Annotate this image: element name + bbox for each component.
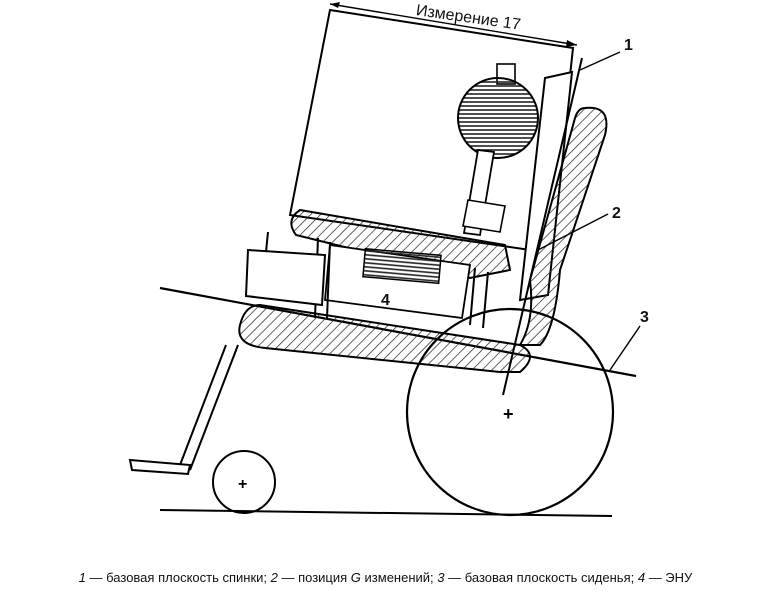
dummy-seat-plate [290, 208, 512, 280]
front-frame-2 [179, 344, 227, 466]
wheelchair-backrest [518, 106, 608, 346]
wheelchair-diagram: Измерение 17 4 + + 1 2 3 [128, 2, 649, 517]
back-reference-plane [502, 57, 583, 396]
front-frame [189, 344, 239, 471]
callout-1: 1 [624, 37, 633, 54]
measurement-dimension [329, 2, 578, 47]
armrest-post [265, 231, 269, 253]
wheelchair-seat-rail [238, 303, 531, 373]
callout-1-leader [579, 51, 621, 71]
rear-wheel [405, 307, 615, 517]
figure-caption: 1 — базовая плоскость спинки; 2 — позици… [78, 570, 693, 585]
footrest [128, 458, 192, 476]
armrest-box [244, 248, 327, 307]
load-weights [362, 247, 442, 285]
caster-axle: + [238, 476, 247, 493]
leg-right-2 [482, 271, 489, 329]
post-clamp [462, 199, 506, 233]
callout-3-leader [609, 325, 641, 371]
leg-right [469, 267, 476, 326]
callout-3: 3 [640, 309, 649, 326]
callout-4: 4 [381, 292, 390, 309]
callout-2-leader [537, 213, 609, 251]
leg-left-2 [326, 241, 331, 319]
head-mass [457, 63, 539, 159]
callout-2: 2 [612, 205, 621, 222]
ground-line [159, 509, 613, 517]
rear-wheel-axle: + [503, 404, 514, 424]
caster-wheel [212, 450, 276, 514]
